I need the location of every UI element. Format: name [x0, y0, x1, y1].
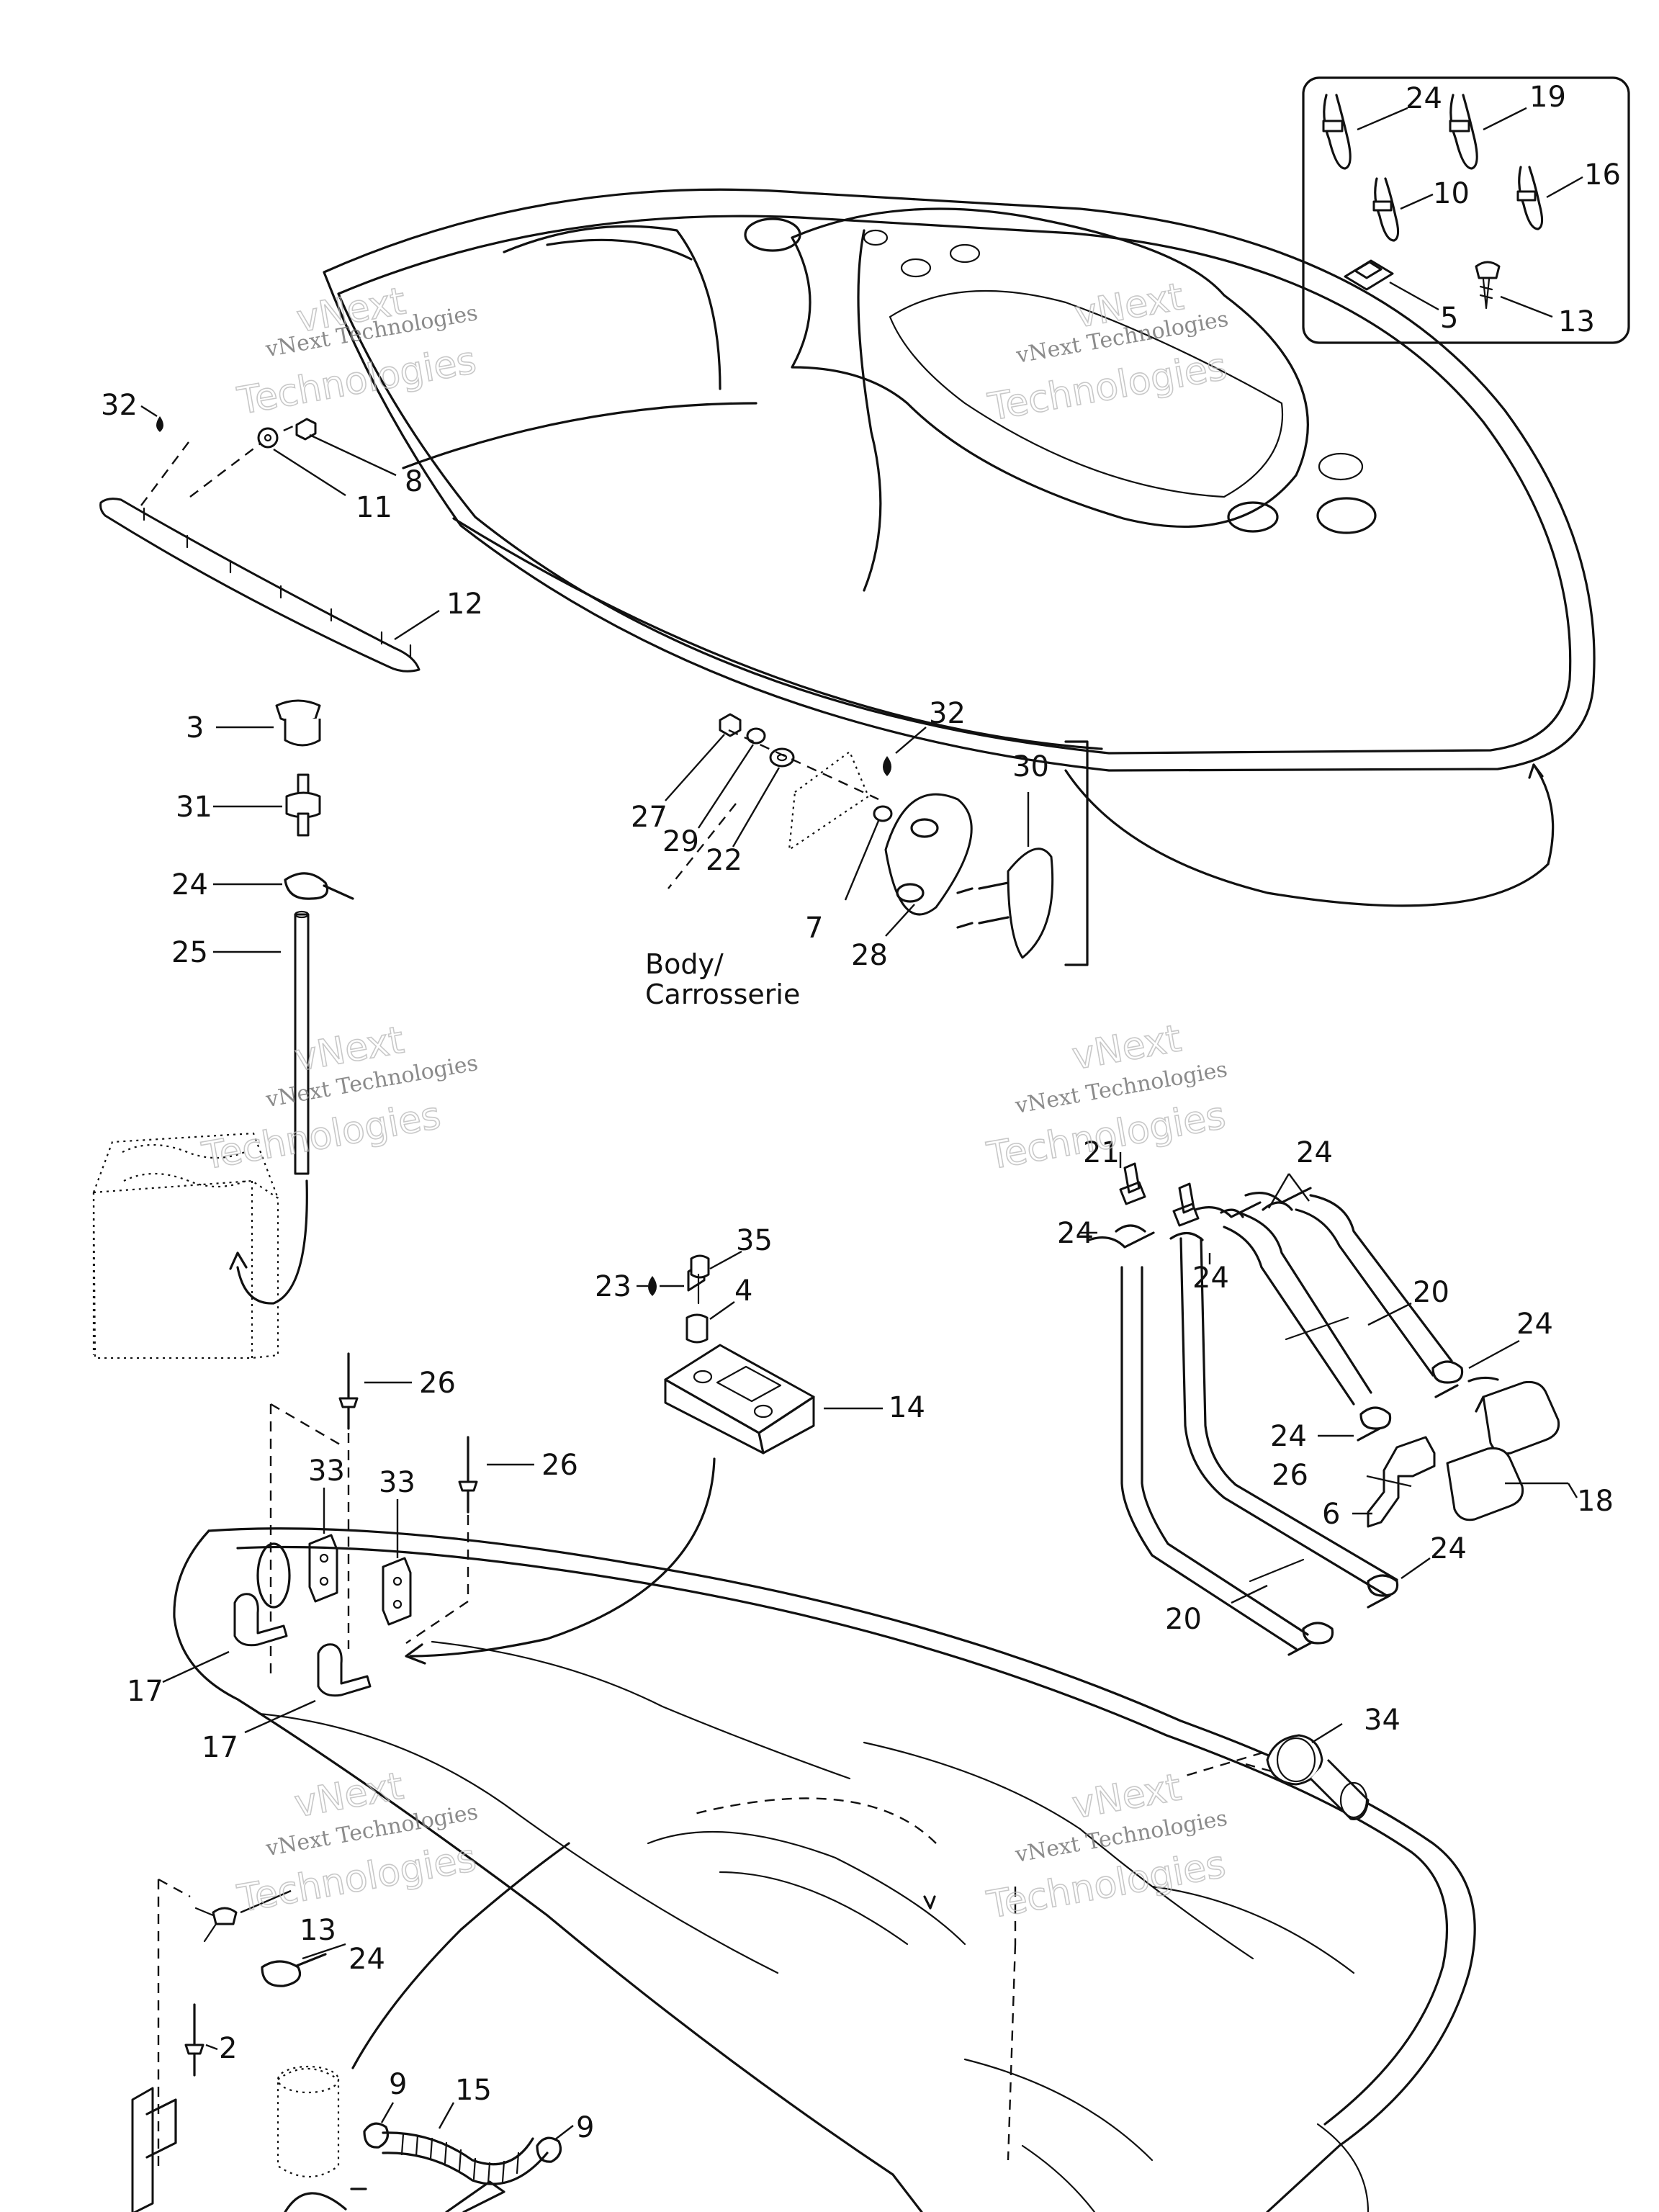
mount-clip-icon — [1344, 259, 1394, 291]
label-8: 8 — [405, 465, 423, 498]
label-24-hose-h: 24 — [1430, 1532, 1467, 1565]
screw-icon — [1475, 261, 1501, 310]
label-16: 16 — [1584, 158, 1621, 192]
vent-tube-stack: 3 31 24 25 — [171, 699, 354, 1305]
label-26-a: 26 — [419, 1367, 456, 1400]
body-label-line1: Body/ — [645, 948, 724, 980]
watermark-top-left: vNext vNext Technologies Technologies — [233, 279, 480, 424]
label-32-left: 32 — [101, 389, 138, 422]
label-30: 30 — [1012, 750, 1049, 783]
label-21: 21 — [1083, 1136, 1120, 1169]
label-24-vent: 24 — [171, 868, 208, 902]
label-22: 22 — [706, 844, 742, 877]
label-24-hose-g: 24 — [1270, 1420, 1307, 1453]
label-24-hose-top: 24 — [1296, 1136, 1333, 1169]
watermark-bottom-right: vNext vNext Technologies Technologies — [983, 1766, 1229, 1928]
battery-phantom — [92, 1132, 279, 1361]
label-35: 35 — [736, 1224, 773, 1257]
label-4: 4 — [734, 1274, 752, 1308]
label-12: 12 — [446, 588, 483, 621]
rub-rail-drawing: 32 8 11 12 — [99, 389, 483, 673]
deck-body-drawing — [323, 188, 1596, 907]
label-33-a: 33 — [308, 1455, 345, 1488]
label-18: 18 — [1577, 1485, 1614, 1518]
deck-mount-hardware: 32 30 27 29 22 7 28 Body/ Carrosserie — [631, 697, 1089, 1010]
mount-plate-assembly: 23 35 4 14 — [405, 1224, 925, 1665]
label-26-c: 26 — [1272, 1459, 1308, 1492]
drain-plug-drawing: 34 — [1180, 1704, 1401, 1820]
label-7: 7 — [805, 912, 823, 945]
label-31: 31 — [176, 791, 212, 824]
watermark-mid-right: vNext vNext Technologies Technologies — [983, 1017, 1229, 1179]
label-13-hull: 13 — [300, 1914, 336, 1947]
label-23: 23 — [595, 1270, 631, 1303]
label-24-hull: 24 — [349, 1943, 385, 1976]
cable-tie-icon — [1322, 94, 1352, 170]
label-24-hose-mid: 24 — [1192, 1262, 1229, 1295]
hardware-inset: 24 19 10 16 5 — [1302, 76, 1630, 344]
label-17-b: 17 — [202, 1731, 238, 1764]
label-34: 34 — [1364, 1704, 1401, 1737]
vent-hose-assembly: 21 24 24 24 20 24 24 26 6 18 24 — [1057, 1136, 1614, 1656]
label-33-b: 33 — [379, 1466, 415, 1499]
cable-tie-icon — [1516, 166, 1544, 230]
label-26-b: 26 — [541, 1449, 578, 1482]
label-27: 27 — [631, 801, 667, 834]
label-24-hose-left: 24 — [1057, 1217, 1094, 1250]
label-14: 14 — [889, 1391, 925, 1424]
label-19: 19 — [1529, 81, 1566, 114]
label-24-hose-right: 24 — [1516, 1308, 1553, 1341]
label-6: 6 — [1322, 1498, 1340, 1531]
label-32-body: 32 — [929, 697, 966, 730]
svg-text:Technologies: Technologies — [199, 1094, 444, 1178]
label-17-a: 17 — [127, 1675, 163, 1708]
cable-tie-icon — [1372, 177, 1400, 242]
label-5-inset: 5 — [1440, 302, 1458, 335]
label-13-inset: 13 — [1558, 305, 1595, 338]
label-11: 11 — [356, 491, 392, 524]
label-2: 2 — [219, 2032, 237, 2065]
bilge-hardware: 13 24 2 15 9 9 — [131, 1842, 594, 2212]
label-9-b: 9 — [576, 2111, 594, 2144]
label-10: 10 — [1433, 177, 1470, 210]
label-25: 25 — [171, 936, 208, 969]
label-20-a: 20 — [1413, 1276, 1449, 1309]
label-3: 3 — [186, 711, 204, 745]
watermark-mid-left: vNext vNext Technologies Technologies — [198, 1018, 480, 1179]
body-label-line2: Carrosserie — [645, 979, 800, 1010]
label-29: 29 — [662, 825, 699, 858]
label-24-inset: 24 — [1406, 82, 1442, 115]
label-28: 28 — [851, 939, 888, 972]
label-15: 15 — [455, 2074, 492, 2107]
cable-tie-icon — [1449, 94, 1478, 170]
seat-bracket-hardware: 26 26 33 33 17 17 — [127, 1352, 578, 1764]
watermark-bottom-left: vNext vNext Technologies Technologies — [233, 1764, 480, 1922]
label-9-a: 9 — [389, 2068, 407, 2101]
hull-drawing — [173, 1527, 1476, 2212]
label-20-b: 20 — [1165, 1603, 1202, 1636]
